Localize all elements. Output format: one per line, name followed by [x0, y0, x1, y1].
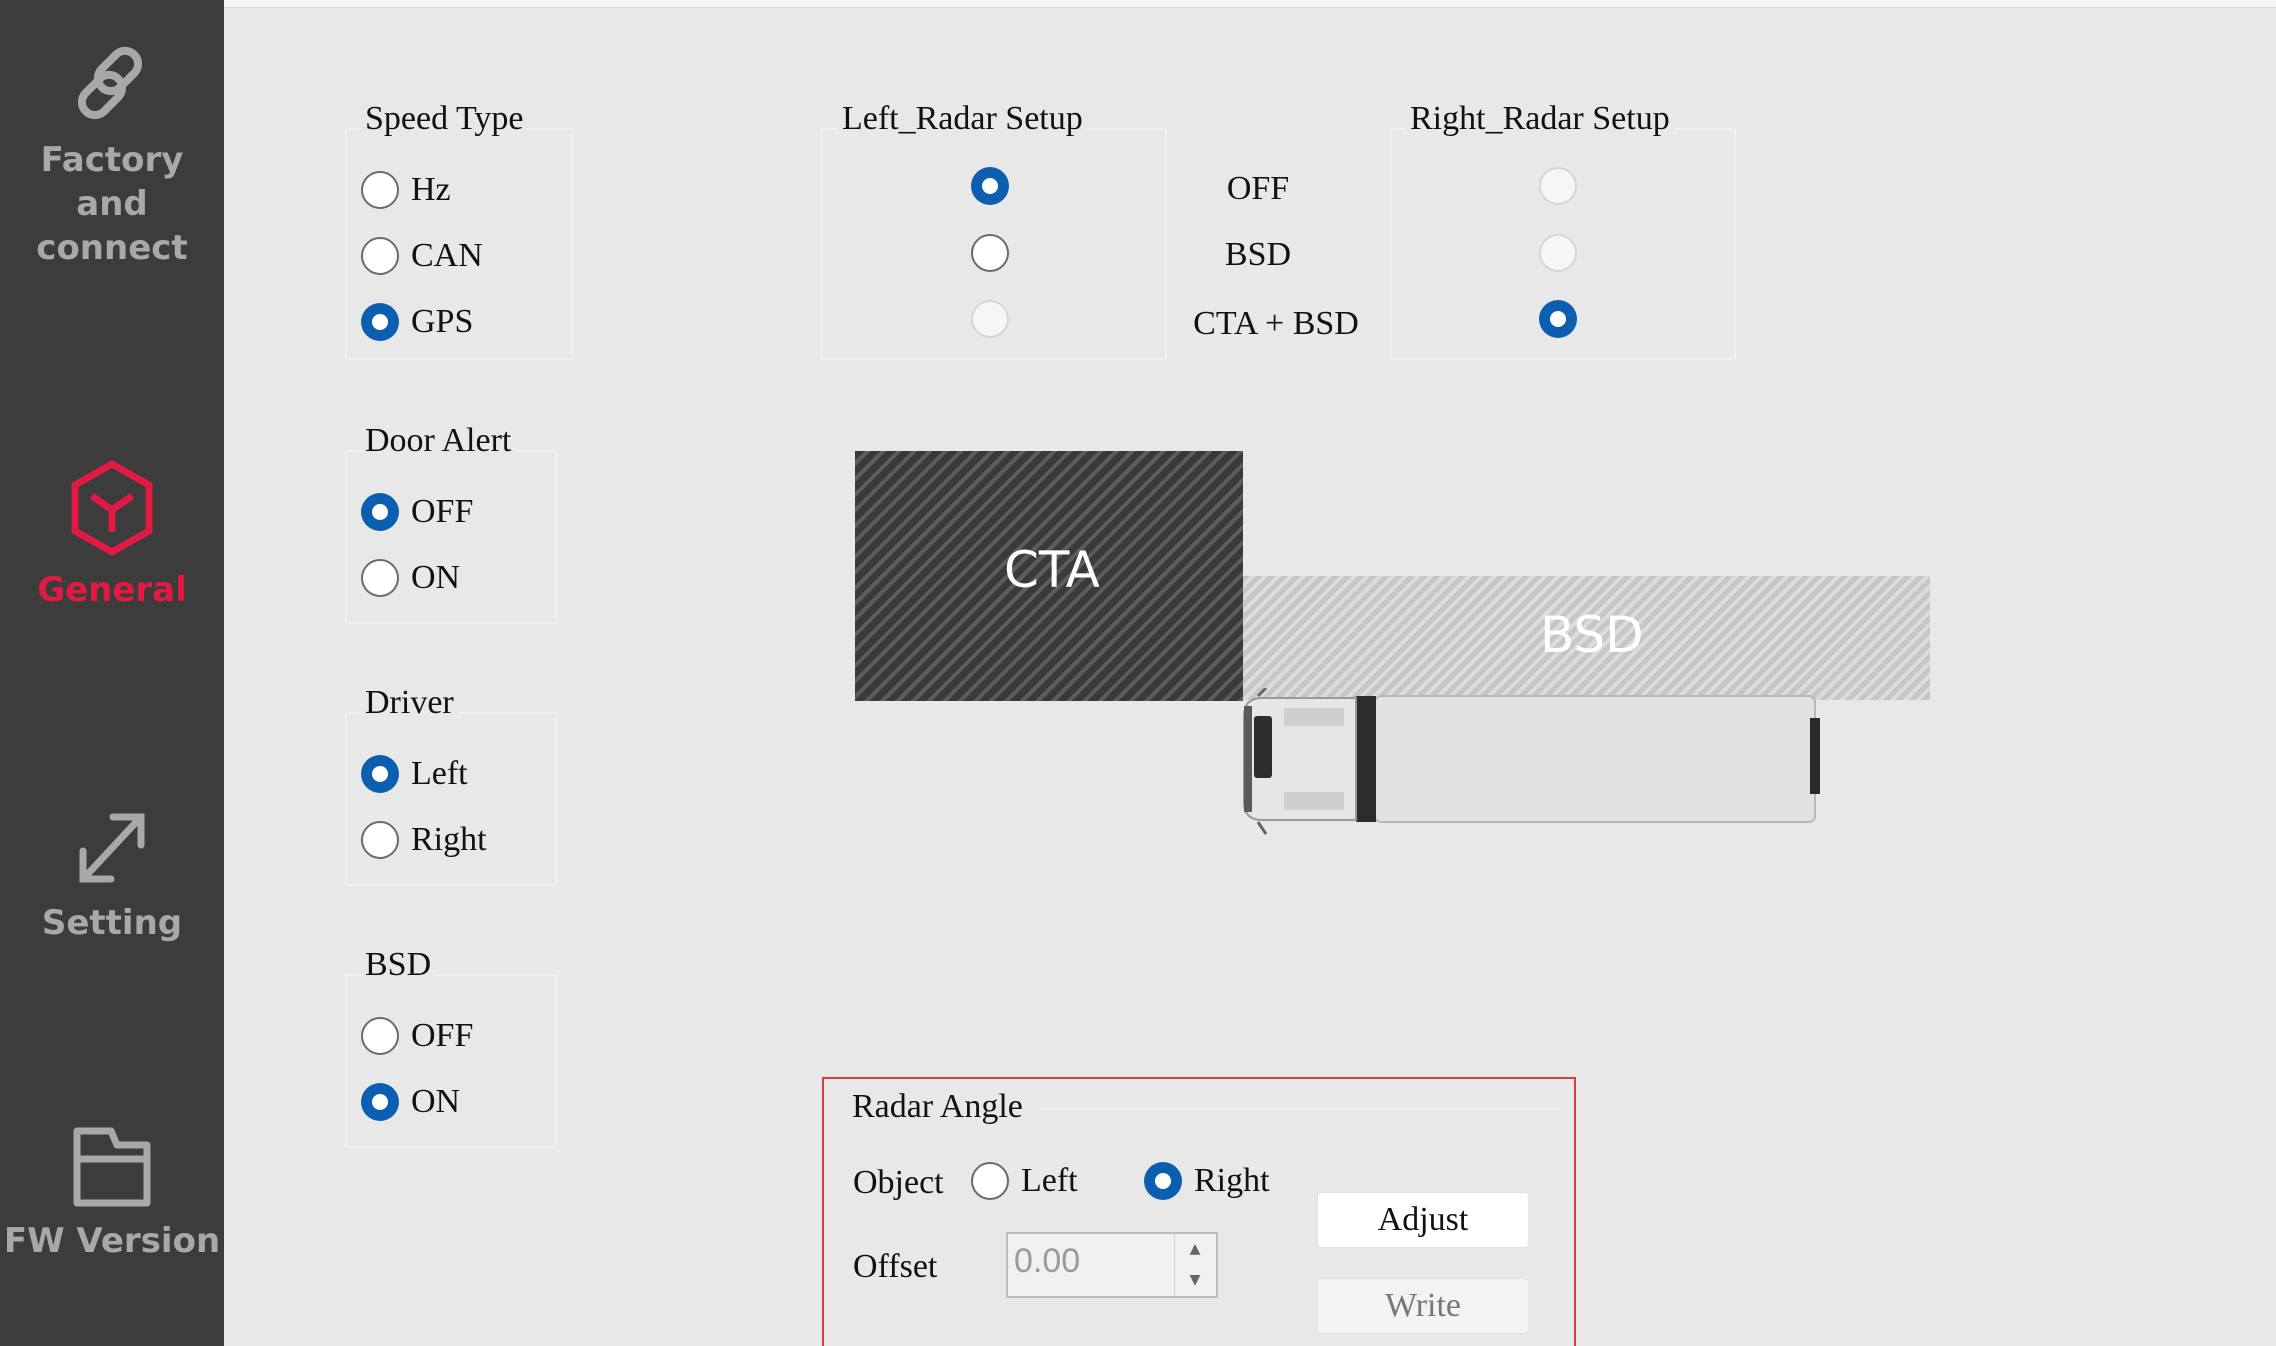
right-radar-radio-off[interactable]	[1539, 167, 1577, 205]
sidebar-item-label: General	[37, 570, 187, 610]
object-option-right[interactable]: Right	[1144, 1162, 1270, 1200]
right-radar-title: Right_Radar Setup	[1406, 100, 1674, 138]
option-label: ON	[411, 559, 461, 596]
sidebar-item-label: Factory	[40, 140, 184, 180]
cube-icon	[71, 460, 153, 556]
radio-door-on[interactable]	[361, 559, 399, 597]
cta-zone: CTA	[855, 451, 1243, 701]
radar-mode-bsd-label: BSD	[1224, 236, 1292, 273]
radio-driver-left[interactable]	[361, 755, 399, 793]
driver-group	[345, 712, 557, 886]
radio-driver-right[interactable]	[361, 821, 399, 859]
sidebar-item-setting[interactable]: Setting	[0, 805, 224, 945]
left-radar-title: Left_Radar Setup	[838, 100, 1087, 138]
door-alert-title: Door Alert	[361, 422, 516, 460]
option-label: Hz	[411, 171, 451, 208]
door-alert-group	[345, 450, 557, 624]
option-label: Left	[1021, 1162, 1078, 1199]
radio-door-off[interactable]	[361, 493, 399, 531]
option-label: OFF	[411, 1017, 474, 1054]
right-radar-radio-cta-bsd[interactable]	[1539, 300, 1577, 338]
left-radar-radio-cta-bsd[interactable]	[971, 300, 1009, 338]
bsd-option-off[interactable]: OFF	[361, 1017, 473, 1055]
spinbox-buttons: ▲ ▼	[1174, 1234, 1216, 1296]
option-label: Right	[411, 821, 487, 858]
folder-icon	[73, 1127, 151, 1207]
radio-bsd-on[interactable]	[361, 1083, 399, 1121]
link-icon	[77, 46, 143, 120]
speed-type-title: Speed Type	[361, 100, 528, 138]
offset-spinbox[interactable]: 0.00 ▲ ▼	[1006, 1232, 1218, 1298]
bsd-zone: BSD	[1243, 576, 1930, 700]
bsd-option-on[interactable]: ON	[361, 1083, 460, 1121]
sidebar: Factory and connect General Setting	[0, 0, 224, 1346]
radio-gps[interactable]	[361, 303, 399, 341]
speed-type-option-can[interactable]: CAN	[361, 237, 483, 275]
adjust-button[interactable]: Adjust	[1317, 1192, 1529, 1248]
option-label: Right	[1194, 1162, 1270, 1199]
object-option-left[interactable]: Left	[971, 1162, 1078, 1200]
cta-zone-label: CTA	[1004, 541, 1100, 599]
radio-can[interactable]	[361, 237, 399, 275]
sidebar-item-label: connect	[36, 228, 188, 268]
left-radar-radio-bsd[interactable]	[971, 234, 1009, 272]
option-label: CAN	[411, 237, 483, 274]
driver-option-left[interactable]: Left	[361, 755, 468, 793]
speed-type-option-hz[interactable]: Hz	[361, 171, 451, 209]
sidebar-item-label: and	[76, 184, 148, 224]
option-label: GPS	[411, 303, 474, 340]
spin-up-icon[interactable]: ▲	[1189, 1241, 1201, 1257]
write-button[interactable]: Write	[1317, 1278, 1529, 1334]
left-radar-radio-off[interactable]	[971, 167, 1009, 205]
right-radar-radio-bsd[interactable]	[1539, 234, 1577, 272]
resize-arrow-icon	[79, 813, 145, 883]
radar-angle-divider	[1040, 1108, 1560, 1110]
offset-value[interactable]: 0.00	[1014, 1242, 1081, 1280]
spin-down-icon[interactable]: ▼	[1189, 1272, 1201, 1288]
bsd-group	[345, 974, 557, 1148]
door-alert-option-on[interactable]: ON	[361, 559, 460, 597]
door-alert-option-off[interactable]: OFF	[361, 493, 473, 531]
radio-object-right[interactable]	[1144, 1162, 1182, 1200]
sidebar-item-factory-and-connect[interactable]: Factory and connect	[0, 38, 224, 270]
driver-title: Driver	[361, 684, 458, 722]
object-label: Object	[853, 1164, 944, 1201]
option-label: ON	[411, 1083, 461, 1120]
sidebar-item-general[interactable]: General	[0, 458, 224, 612]
radio-hz[interactable]	[361, 171, 399, 209]
radar-angle-panel	[822, 1077, 1576, 1346]
sidebar-item-label: FW Version	[3, 1221, 221, 1261]
bsd-title: BSD	[361, 946, 436, 984]
offset-label: Offset	[853, 1248, 938, 1285]
truck-illustration	[1243, 688, 1820, 835]
speed-type-option-gps[interactable]: GPS	[361, 303, 473, 341]
radar-angle-title: Radar Angle	[852, 1088, 1023, 1125]
sidebar-item-fw-version[interactable]: FW Version	[0, 1125, 224, 1263]
bsd-zone-label: BSD	[1540, 606, 1644, 664]
radio-bsd-off[interactable]	[361, 1017, 399, 1055]
radar-mode-off-label: OFF	[1226, 170, 1290, 207]
option-label: OFF	[411, 493, 474, 530]
top-border	[224, 0, 2276, 8]
radar-mode-cta-bsd-label: CTA + BSD	[1193, 305, 1359, 342]
radio-object-left[interactable]	[971, 1162, 1009, 1200]
driver-option-right[interactable]: Right	[361, 821, 487, 859]
sidebar-item-label: Setting	[41, 903, 183, 943]
option-label: Left	[411, 755, 468, 792]
